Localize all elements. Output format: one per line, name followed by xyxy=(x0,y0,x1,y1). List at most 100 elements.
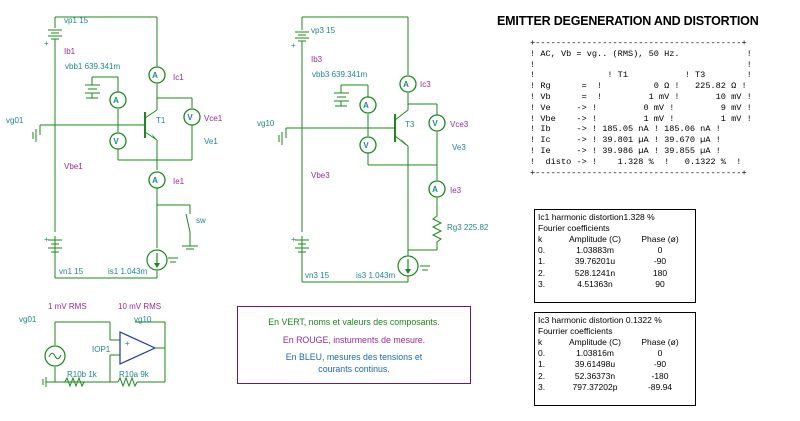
color-legend: En VERT, noms et valeurs des composants.… xyxy=(237,306,471,384)
harmonic-cell: 0. xyxy=(538,245,546,256)
plus-vp3: + xyxy=(291,41,296,50)
ammeter-ic3[interactable]: A xyxy=(399,75,417,93)
label-ib3: Ib3 xyxy=(311,55,323,64)
harmonic-cell: 1.03883m xyxy=(576,245,614,256)
label-is1: is1 1.043m xyxy=(108,267,147,276)
ammeter-ib3[interactable]: A xyxy=(359,96,377,114)
ac-table-line: ! Ic -> ! 39.801 µA ! 39.670 µA ! xyxy=(530,135,721,146)
plus-vp1: + xyxy=(44,39,49,48)
ac-table-line: ! Ib -> ! 185.05 nA ! 185.06 nA ! xyxy=(530,124,721,135)
harmonic-cell: 0 xyxy=(657,348,663,359)
harmonic-cell: Phase (ø) xyxy=(641,337,679,347)
legend-blue-2: courants continus. xyxy=(318,364,390,374)
label-vp3: vp3 15 xyxy=(311,26,336,35)
label-vbb3: vbb3 639.341m xyxy=(312,70,367,79)
amplifier-circuit xyxy=(42,321,166,388)
ac-results-table: +---------------------------------------… xyxy=(530,38,765,178)
label-vg01: vg01 xyxy=(6,116,24,125)
harmonic-cell: 52.36373n xyxy=(574,370,616,381)
harmonic-cell: 1.03816m xyxy=(576,348,614,359)
ac-table-line: ! Ve -> ! 0 mV ! 9 mV ! xyxy=(530,102,752,113)
harmonic-cell: 0 xyxy=(657,245,663,256)
plus-vn1: + xyxy=(44,235,49,244)
label-ie1: Ie1 xyxy=(173,177,185,186)
harmonic-cell: 797.37202p xyxy=(572,381,618,392)
ammeter-ic1[interactable]: A xyxy=(148,66,166,84)
harmonic-cell: 3. xyxy=(538,278,546,289)
meter-glyph: A xyxy=(152,176,158,185)
harmonic-box-ic1: Ic1 harmonic distortion1.328 %Fourier co… xyxy=(534,209,696,303)
harmonic-cell: 180 xyxy=(652,267,668,278)
label-r10a: R10a 9k xyxy=(119,370,150,379)
label-ie3: Ie3 xyxy=(450,186,462,195)
harmonic-box-ic3: Ic3 harmonic distortion 0.1322 %Fourrier… xyxy=(534,312,696,406)
ac-table-line: ! AC, Vb = vg.. (RMS), 50 Hz. ! xyxy=(530,48,752,59)
label-vg10: vg10 xyxy=(257,119,275,128)
label-vbe3: Vbe3 xyxy=(311,171,330,180)
label-amp-in-rms: 1 mV RMS xyxy=(48,302,87,311)
ac-table-line: ! Vb = ! 1 mV ! 10 mV ! xyxy=(530,91,752,102)
meter-glyph: A xyxy=(363,101,369,110)
label-vbe1: Vbe1 xyxy=(64,162,83,171)
harmonic-cell: 2. xyxy=(538,267,546,278)
label-ve1: Ve1 xyxy=(204,137,218,146)
voltmeter-vce3[interactable]: V xyxy=(428,114,446,132)
harmonic-subheading: Fourier coefficients xyxy=(538,223,610,233)
ac-table-line: ! Ie -> ! 39.986 µA ! 39.855 µA ! xyxy=(530,145,721,156)
label-rg3: Rg3 225.82 xyxy=(447,223,489,232)
ac-table-line: +---------------------------------------… xyxy=(530,167,747,178)
label-amp-out-rms: 10 mV RMS xyxy=(118,302,161,311)
harmonic-cell: 1. xyxy=(538,256,546,267)
plus-vn3: + xyxy=(291,235,296,244)
harmonic-cell: Phase (ø) xyxy=(641,234,679,244)
meter-glyph: V xyxy=(113,137,119,146)
harmonic-row: 2. 528.1241n 180 xyxy=(535,268,695,279)
harmonic-cell: 528.1241n xyxy=(574,267,616,278)
label-amp-vg01: vg01 xyxy=(19,315,37,324)
voltmeter-vce1[interactable]: V xyxy=(183,108,201,126)
harmonic-heading: Ic1 harmonic distortion1.328 % xyxy=(538,212,655,222)
harmonic-cell: 2. xyxy=(538,370,546,381)
harmonic-row: 1.39.76201u-90 xyxy=(535,256,695,267)
harmonic-row: 0. 1.03816m 0 xyxy=(535,348,695,359)
ammeter-ib1[interactable]: A xyxy=(109,91,127,109)
label-ic3: Ic3 xyxy=(420,80,431,89)
meter-glyph: A xyxy=(403,80,409,89)
opamp-plus: + xyxy=(125,339,130,348)
label-vn1: vn1 15 xyxy=(59,267,84,276)
ac-table-line: ! ! T1 ! T3 ! xyxy=(530,70,752,81)
meter-glyph: V xyxy=(432,119,438,128)
harmonic-row: 3.797.37202p-89.94 xyxy=(535,382,695,393)
harmonic-subheading: Fourrier coefficients xyxy=(538,326,613,336)
ac-table-line: ! Rg = ! 0 Ω ! 225.82 Ω ! xyxy=(530,81,747,92)
label-amp-vg10: vg10 xyxy=(134,315,152,324)
voltmeter-vbe1[interactable]: V xyxy=(109,132,127,150)
harmonic-cell: 90 xyxy=(655,278,665,289)
label-ve3: Ve3 xyxy=(452,143,466,152)
label-r10b: R10b 1k xyxy=(67,370,98,379)
harmonic-cell: 0. xyxy=(538,348,546,359)
label-vce3: Vce3 xyxy=(450,120,469,129)
ac-table-line: ! ! xyxy=(530,59,752,70)
label-t1: T1 xyxy=(156,116,166,125)
ammeter-ie1[interactable]: A xyxy=(148,171,166,189)
meter-glyph: V xyxy=(187,113,193,122)
label-sw: sw xyxy=(196,216,206,225)
harmonic-cell: 4.51363n xyxy=(577,278,613,289)
page-title: EMITTER DEGENERATION AND DISTORTION xyxy=(497,14,759,28)
voltmeter-vbe3[interactable]: V xyxy=(359,136,377,154)
harmonic-row: 0. 1.03883m 0 xyxy=(535,245,695,256)
harmonic-cell: Amplitude (C) xyxy=(569,234,621,244)
harmonic-cell: 1. xyxy=(538,359,546,370)
meter-glyph: A xyxy=(432,185,438,194)
t3-emitter-arrow xyxy=(401,139,408,146)
legend-red: En ROUGE, insturments de mesure. xyxy=(282,335,426,345)
ammeter-ie3[interactable]: A xyxy=(428,180,446,198)
ac-table-line: +---------------------------------------… xyxy=(530,38,747,48)
harmonic-cell: 39.76201u xyxy=(574,256,616,267)
ac-table-line: ! Vbe -> ! 1 mV ! 1 mV ! xyxy=(530,113,752,124)
label-ic1: Ic1 xyxy=(173,73,184,82)
meter-glyph: V xyxy=(363,141,369,150)
